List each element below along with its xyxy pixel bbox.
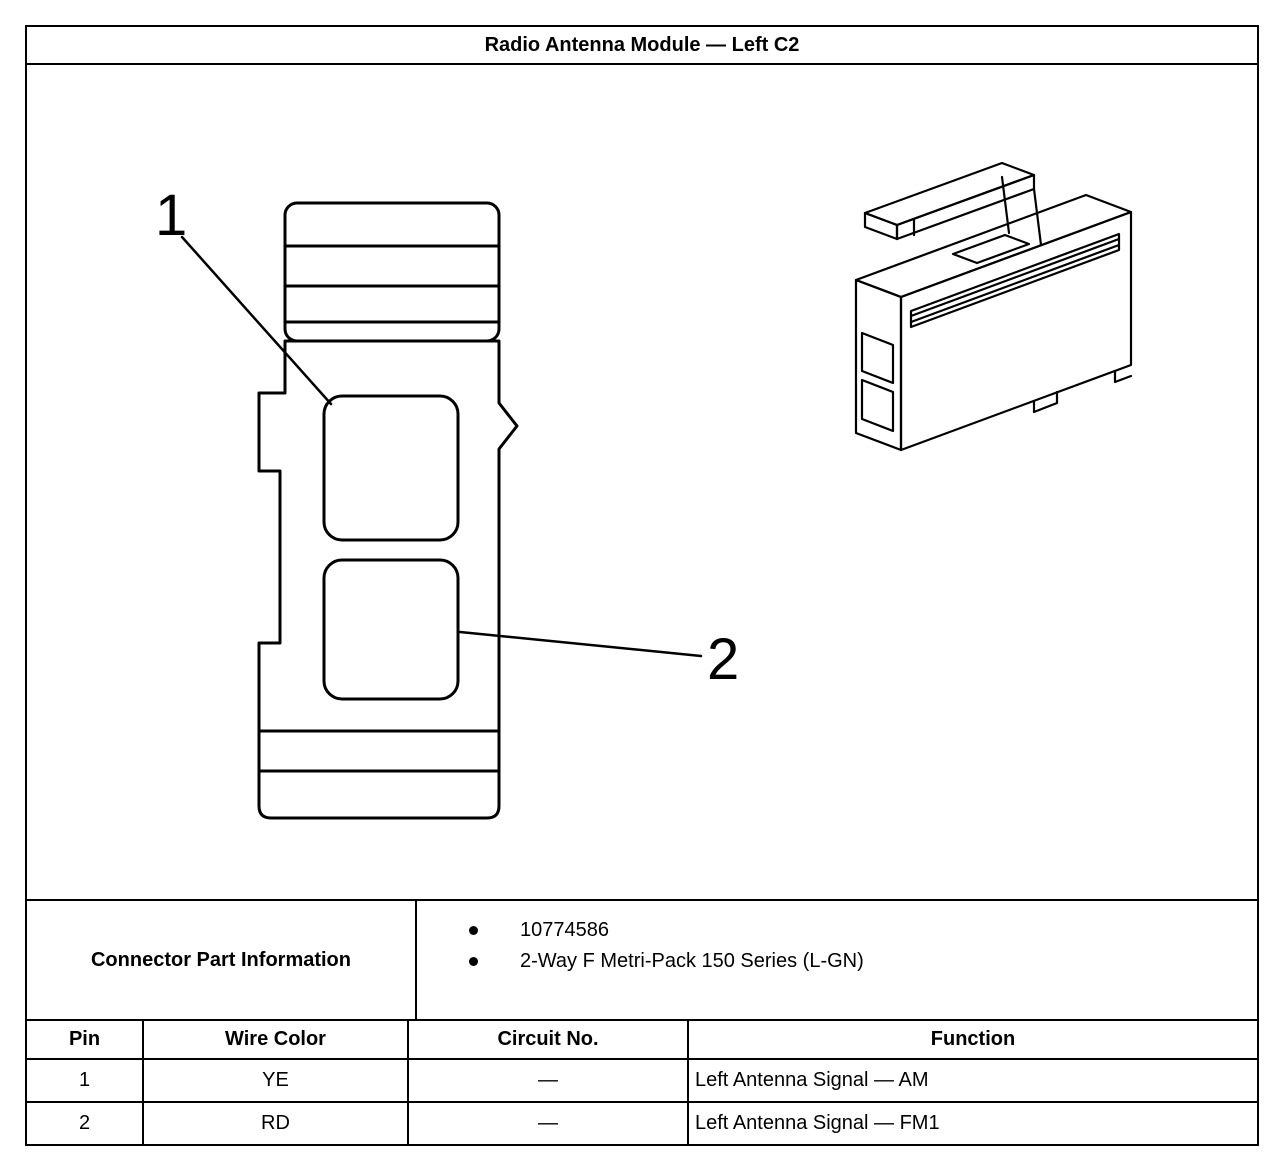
connector-series: 2-Way F Metri-Pack 150 Series (L-GN) bbox=[520, 950, 864, 972]
iso-terminal-opening-2 bbox=[860, 378, 895, 433]
iso-latch-front bbox=[895, 173, 1036, 241]
bullet-icon bbox=[469, 926, 478, 935]
pin-1-pin: 1 bbox=[27, 1060, 144, 1103]
terminal-cavity-1 bbox=[322, 394, 460, 542]
pin-2-circuit-no: — bbox=[409, 1103, 689, 1144]
connector-part-info-row: Connector Part Information 10774586 2-Wa… bbox=[27, 901, 1257, 1021]
iso-latch-top bbox=[863, 161, 1036, 227]
leader-line-1 bbox=[180, 235, 333, 406]
iso-end-face bbox=[854, 278, 903, 452]
part-number-item: 10774586 bbox=[417, 915, 1257, 946]
iso-foot-1 bbox=[1032, 390, 1059, 414]
page-title: Radio Antenna Module — Left C2 bbox=[27, 27, 1257, 65]
pin-table: Pin Wire Color Circuit No. Function 1 YE… bbox=[27, 1021, 1257, 1144]
part-number: 10774586 bbox=[520, 919, 609, 941]
connector-series-item: 2-Way F Metri-Pack 150 Series (L-GN) bbox=[417, 946, 1257, 977]
connector-spec-document: Radio Antenna Module — Left C2 bbox=[25, 25, 1259, 1146]
connector-diagram: 1 2 bbox=[155, 161, 1133, 820]
connector-part-info-label: Connector Part Information bbox=[27, 901, 417, 1019]
pin-table-header-pin: Pin bbox=[27, 1021, 144, 1060]
pin-1-function: Left Antenna Signal — AM bbox=[689, 1060, 1257, 1103]
pin-table-header-circuit-no: Circuit No. bbox=[409, 1021, 689, 1060]
pin-1-circuit-no: — bbox=[409, 1060, 689, 1103]
pin-2-pin: 2 bbox=[27, 1103, 144, 1144]
callout-2-label: 2 bbox=[707, 627, 739, 692]
leader-line-2 bbox=[458, 630, 703, 658]
iso-latch-catch-opening bbox=[951, 233, 1031, 265]
callout-leader-lines bbox=[180, 235, 703, 658]
iso-terminal-opening-1 bbox=[860, 331, 895, 385]
iso-foot-2 bbox=[1113, 369, 1133, 384]
pin-table-header-function: Function bbox=[689, 1021, 1257, 1060]
callout-1-label: 1 bbox=[155, 183, 187, 248]
bullet-icon bbox=[469, 957, 478, 966]
diagram-area: 1 2 bbox=[27, 65, 1257, 901]
front-view-body bbox=[257, 339, 519, 820]
front-view-top-cap bbox=[283, 201, 501, 343]
terminal-cavity-2 bbox=[322, 558, 460, 701]
pin-2-wire-color: RD bbox=[144, 1103, 409, 1144]
pin-1-wire-color: YE bbox=[144, 1060, 409, 1103]
connector-front-view bbox=[257, 201, 519, 820]
pin-2-function: Left Antenna Signal — FM1 bbox=[695, 1112, 940, 1134]
pin-table-header-wire-color: Wire Color bbox=[144, 1021, 409, 1060]
iso-latch-end bbox=[863, 211, 899, 241]
connector-isometric-view bbox=[854, 161, 1133, 452]
connector-part-info-values: 10774586 2-Way F Metri-Pack 150 Series (… bbox=[417, 901, 1257, 1019]
